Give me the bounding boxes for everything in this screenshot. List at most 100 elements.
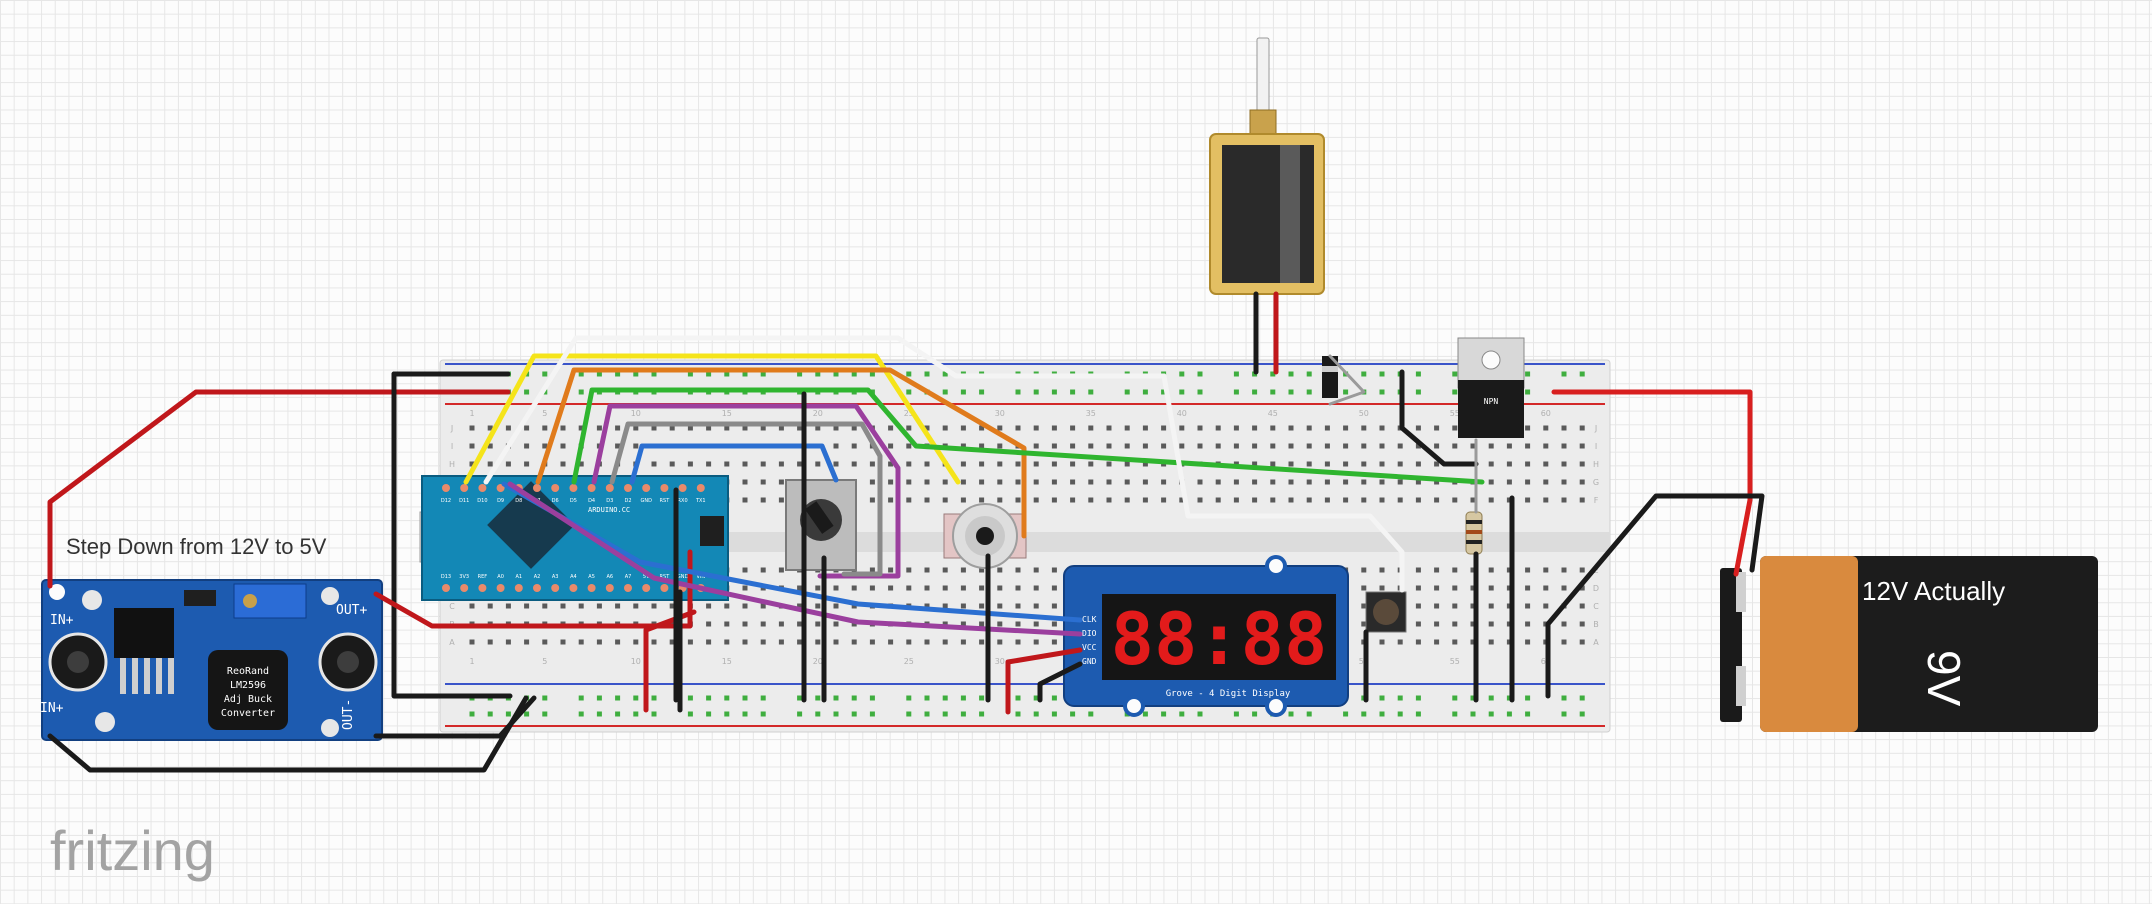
regulator-pin xyxy=(144,658,150,694)
breadboard-hole xyxy=(596,603,602,609)
breadboard-hole xyxy=(797,603,803,609)
wire-white xyxy=(1161,373,1405,593)
breadboard-hole xyxy=(888,443,894,449)
arduino-pin-label: D3 xyxy=(606,498,613,504)
rail-hole xyxy=(1415,371,1421,377)
wire-gray xyxy=(609,421,883,577)
rail-hole xyxy=(1415,389,1421,395)
breadboard-column-label: 20 xyxy=(813,657,823,666)
rail-hole xyxy=(1015,695,1021,701)
breadboard-hole xyxy=(742,461,748,467)
rail-hole xyxy=(1179,371,1185,377)
rail-hole xyxy=(942,389,948,395)
breadboard-hole xyxy=(1525,425,1531,431)
rail-hole xyxy=(1197,389,1203,395)
rail-hole xyxy=(1197,371,1203,377)
breadboard-hole xyxy=(1579,585,1585,591)
rail-hole xyxy=(1561,695,1567,701)
buck-chip-line-1: ReoRand xyxy=(227,666,269,677)
arduino-name: ARDUINO.CC xyxy=(588,506,630,514)
breadboard-hole xyxy=(724,425,730,431)
breadboard-hole xyxy=(979,425,985,431)
diode-lead xyxy=(1328,354,1366,406)
diode-smd xyxy=(184,590,216,606)
breadboard-hole xyxy=(1561,425,1567,431)
breadboard-hole xyxy=(578,639,584,645)
rail-hole xyxy=(1161,711,1167,717)
breadboard-hole xyxy=(997,585,1003,591)
rail-hole xyxy=(1179,389,1185,395)
atmega-chip xyxy=(487,481,575,569)
breadboard-hole xyxy=(833,603,839,609)
breadboard-hole xyxy=(560,461,566,467)
rail-hole xyxy=(1306,371,1312,377)
breadboard-hole xyxy=(1051,567,1057,573)
breadboard-hole xyxy=(706,461,712,467)
rail-hole xyxy=(1270,389,1276,395)
rail-hole xyxy=(924,695,930,701)
transistor-body xyxy=(1458,380,1524,438)
rail-hole xyxy=(1561,711,1567,717)
regulator-chip xyxy=(114,608,174,658)
breadboard-hole xyxy=(760,479,766,485)
breadboard-hole xyxy=(469,443,475,449)
buck-mount-hole xyxy=(95,712,115,732)
breadboard-hole xyxy=(760,461,766,467)
breadboard-hole xyxy=(1051,479,1057,485)
rail-hole xyxy=(1379,389,1385,395)
breadboard-hole xyxy=(669,461,675,467)
breadboard-hole xyxy=(924,425,930,431)
arduino-pin xyxy=(678,484,687,492)
breadboard-hole xyxy=(1124,479,1130,485)
battery: 12V Actually 9V xyxy=(1720,556,2098,732)
breadboard-hole xyxy=(578,603,584,609)
rail-hole xyxy=(1033,695,1039,701)
breadboard-hole xyxy=(1452,621,1458,627)
icsp-header xyxy=(700,516,724,546)
rail-hole xyxy=(1306,389,1312,395)
breadboard-hole xyxy=(615,603,621,609)
rail-hole xyxy=(1252,389,1258,395)
regulator-pin xyxy=(168,658,174,694)
rail-hole xyxy=(1525,695,1531,701)
rail-hole xyxy=(1579,711,1585,717)
rail-hole xyxy=(633,695,639,701)
arduino-pin-label: D4 xyxy=(588,498,595,504)
battery-terminal xyxy=(1736,666,1746,706)
breadboard-hole xyxy=(869,479,875,485)
breadboard-hole xyxy=(487,425,493,431)
breadboard-hole xyxy=(1324,461,1330,467)
breadboard-hole xyxy=(906,425,912,431)
breadboard-hole xyxy=(797,585,803,591)
breadboard-hole xyxy=(742,567,748,573)
wire-blue xyxy=(629,443,839,485)
breadboard-hole xyxy=(1397,479,1403,485)
breadboard-hole xyxy=(1306,497,1312,503)
breadboard-column-label: 1 xyxy=(469,409,474,418)
breadboard-hole xyxy=(1506,497,1512,503)
arduino-pin-label: A6 xyxy=(606,574,613,580)
buck-chip-line-4: Converter xyxy=(221,708,275,719)
breadboard-hole xyxy=(1434,425,1440,431)
breadboard-hole xyxy=(1397,497,1403,503)
breadboard-hole xyxy=(1561,639,1567,645)
breadboard-hole xyxy=(469,639,475,645)
breadboard-hole xyxy=(1561,497,1567,503)
breadboard-hole xyxy=(833,443,839,449)
arduino-pin xyxy=(660,484,669,492)
breadboard-hole xyxy=(1488,497,1494,503)
wire-black xyxy=(1037,661,1083,703)
breadboard-hole xyxy=(1543,497,1549,503)
breadboard-hole xyxy=(960,497,966,503)
breadboard-hole xyxy=(1506,585,1512,591)
breadboard-hole xyxy=(687,461,693,467)
breadboard-hole xyxy=(997,567,1003,573)
breadboard-hole xyxy=(1106,497,1112,503)
breadboard-hole xyxy=(833,425,839,431)
breadboard-hole xyxy=(1361,603,1367,609)
rail-hole xyxy=(633,371,639,377)
breadboard-hole xyxy=(1488,639,1494,645)
buck-out-plus-label: OUT+ xyxy=(336,603,367,618)
arduino-pin xyxy=(587,484,596,492)
breadboard-hole xyxy=(979,639,985,645)
